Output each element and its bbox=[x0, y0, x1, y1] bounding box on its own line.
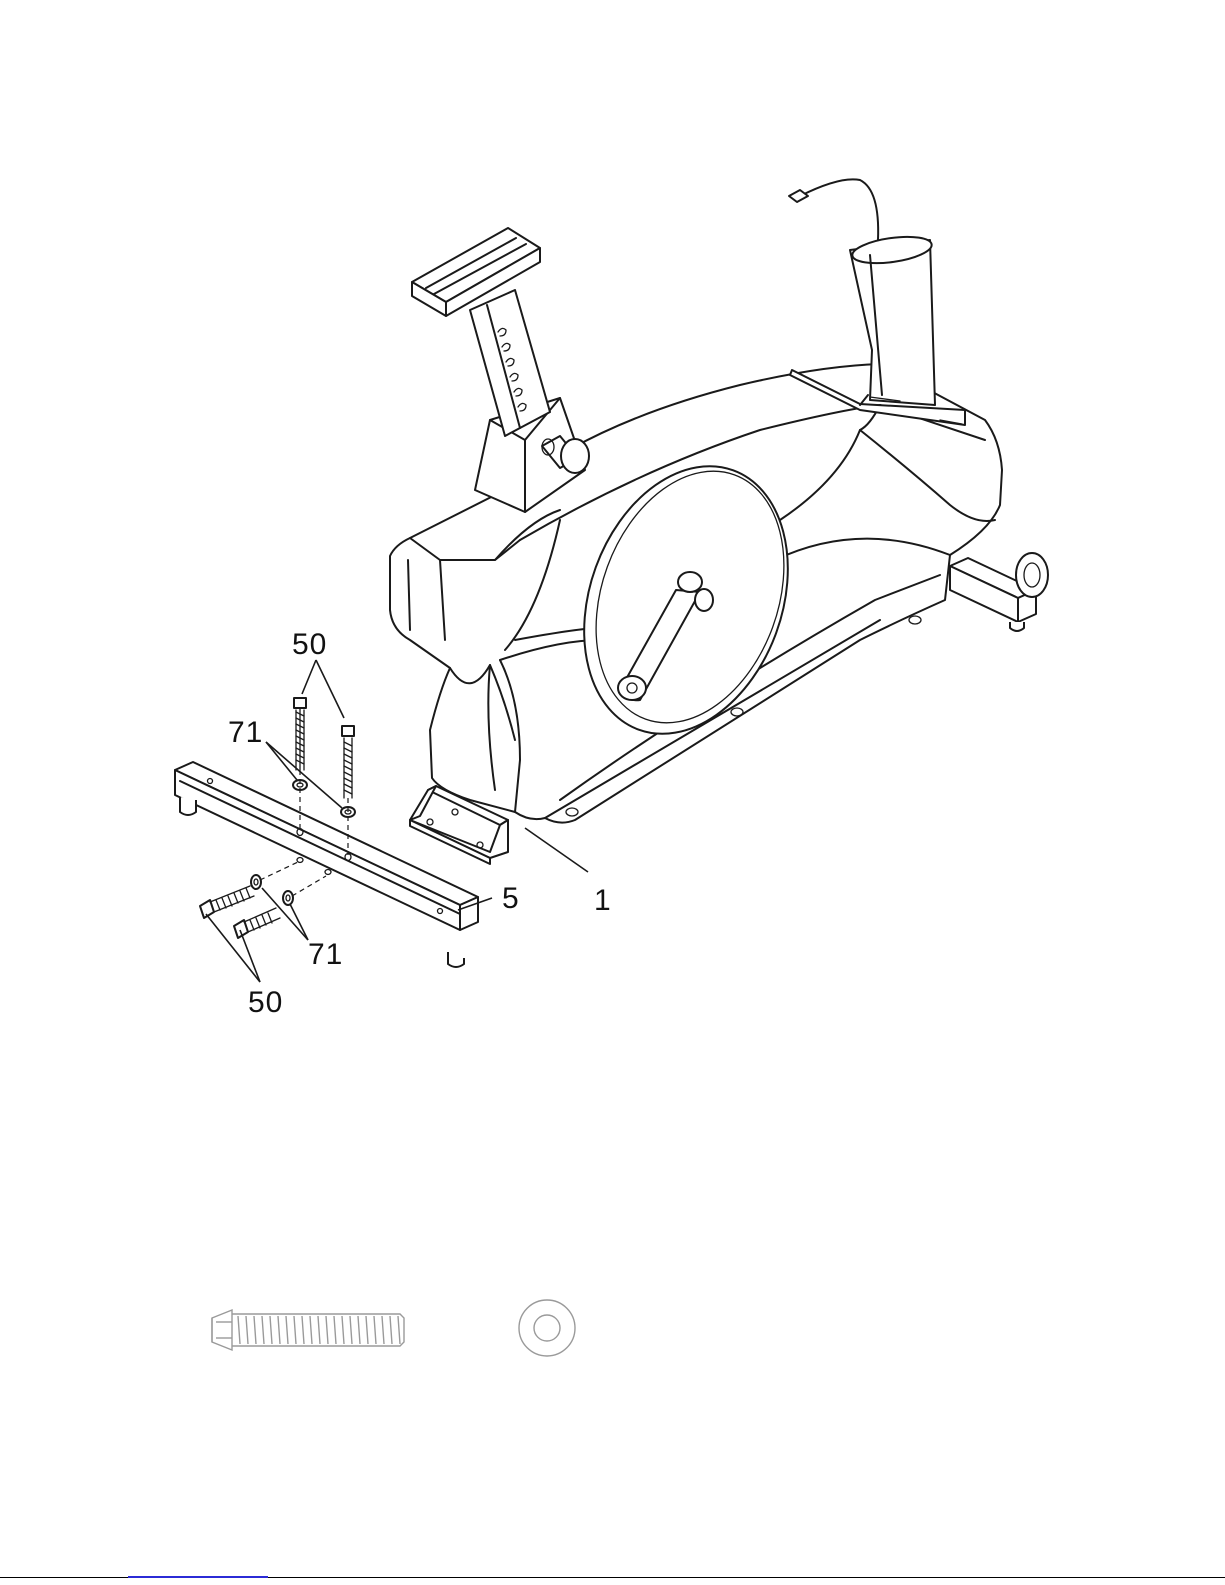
hardware-side-bolts-washers bbox=[200, 862, 326, 938]
footer-link-underline[interactable] bbox=[128, 1576, 268, 1578]
callout-1: 1 bbox=[594, 884, 612, 917]
seat-post-assembly bbox=[412, 228, 589, 512]
rear-stabilizer bbox=[950, 553, 1048, 631]
callout-5: 5 bbox=[502, 882, 520, 915]
handlebar-post-assembly bbox=[789, 179, 965, 425]
washer-reference-icon bbox=[519, 1300, 575, 1356]
console-cable bbox=[800, 179, 878, 240]
callout-71-top: 71 bbox=[228, 716, 263, 749]
callout-50-bottom: 50 bbox=[248, 986, 283, 1019]
callout-71-bottom: 71 bbox=[308, 938, 343, 971]
callout-50-top: 50 bbox=[292, 628, 327, 661]
bolt-reference-icon bbox=[212, 1310, 404, 1350]
cable-connector bbox=[789, 190, 808, 202]
seat-bracket bbox=[412, 228, 540, 316]
